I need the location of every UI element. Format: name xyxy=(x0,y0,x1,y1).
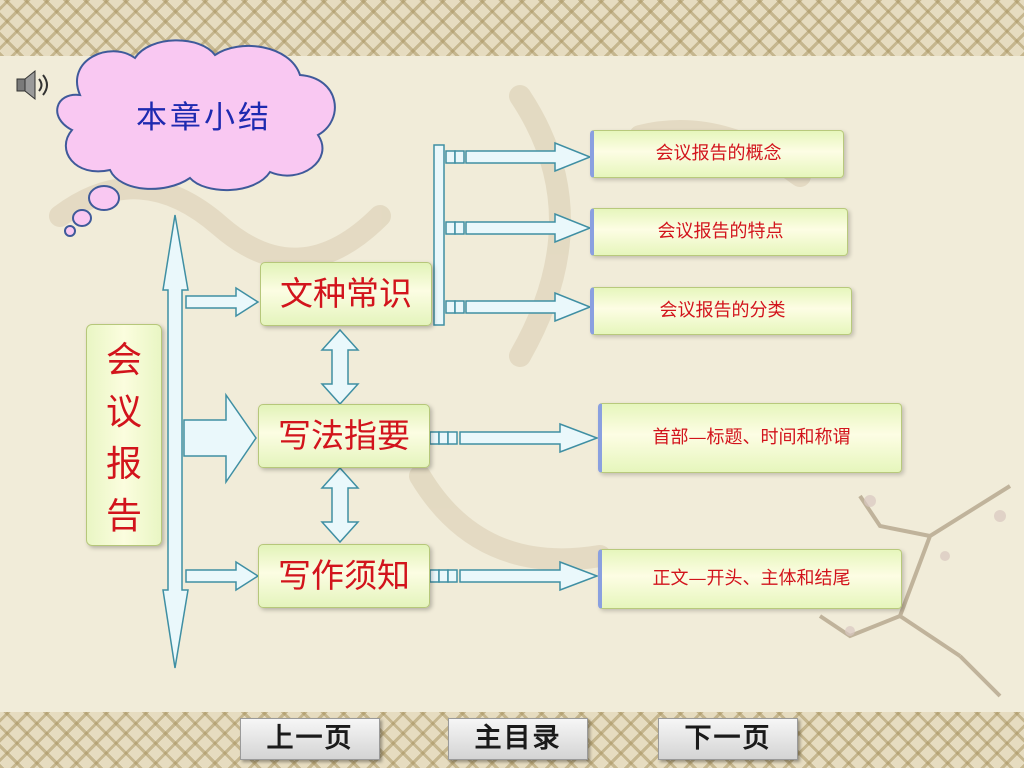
arrow-to-detail-4 xyxy=(459,422,600,454)
thought-cloud xyxy=(56,39,336,237)
arrow-to-detail-1 xyxy=(465,141,593,173)
arrow-to-category-3 xyxy=(185,560,260,592)
category-box-writing-guide[interactable]: 写法指要 xyxy=(258,404,430,468)
main-topic-char: 报 xyxy=(105,444,142,485)
main-topic-char: 议 xyxy=(105,392,142,433)
detail-box-body-section[interactable]: 正文—开头、主体和结尾 xyxy=(598,549,902,609)
main-topic-char: 会 xyxy=(105,340,142,381)
double-arrow-2-3 xyxy=(320,466,360,544)
detail-box-features[interactable]: 会议报告的特点 xyxy=(590,208,848,256)
detail-box-concept[interactable]: 会议报告的概念 xyxy=(590,130,844,178)
arrow-to-category-2 xyxy=(183,392,257,485)
next-page-button[interactable]: 下一页 xyxy=(658,718,798,760)
double-arrow-1-2 xyxy=(320,328,360,406)
arrow-to-detail-5 xyxy=(459,560,600,592)
detail-box-header-section[interactable]: 首部—标题、时间和称谓 xyxy=(598,403,902,473)
arrow-to-detail-2 xyxy=(465,212,593,244)
category-1-bracket xyxy=(433,144,445,326)
speaker-icon[interactable] xyxy=(14,68,54,104)
detail-box-types[interactable]: 会议报告的分类 xyxy=(590,287,852,335)
main-topic-box: 会 议 报 告 xyxy=(86,324,162,546)
main-topic-char: 告 xyxy=(105,496,142,537)
category-box-genre-knowledge[interactable]: 文种常识 xyxy=(260,262,432,326)
arrow-to-category-1 xyxy=(185,286,260,318)
category-box-writing-notes[interactable]: 写作须知 xyxy=(258,544,430,608)
arrow-to-detail-3 xyxy=(465,291,593,323)
main-menu-button[interactable]: 主目录 xyxy=(448,718,588,760)
prev-page-button[interactable]: 上一页 xyxy=(240,718,380,760)
chapter-summary-title: 本章小结 xyxy=(136,100,272,136)
spine-arrow xyxy=(162,214,189,669)
